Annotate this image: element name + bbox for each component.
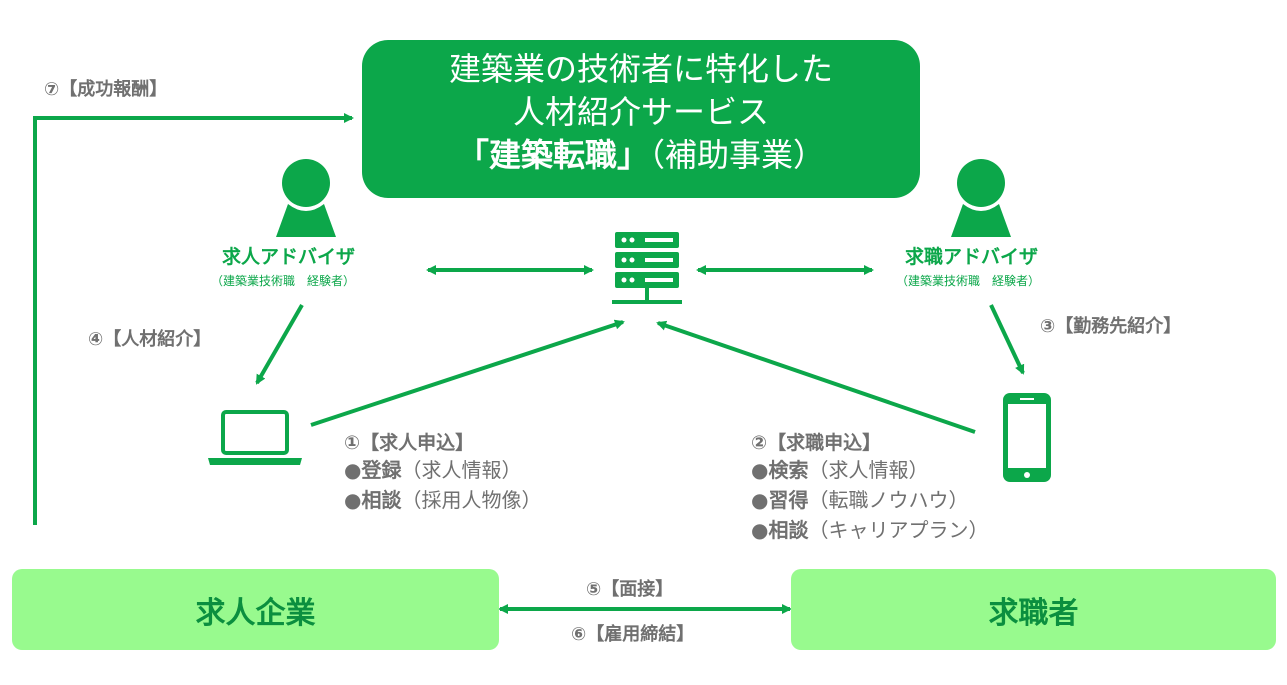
service-title-line3: 「建築転職」（補助事業） <box>362 134 920 177</box>
reward-label: ⑦【成功報酬】 <box>44 79 168 100</box>
seeker-application-heading: ②【求職申込】 <box>751 432 882 454</box>
person-icon <box>276 159 336 237</box>
seeker-application: ②【求職申込】 ●検索（求人情報） ●習得（転職ノウハウ） ●相談（キャリアプラ… <box>751 428 988 545</box>
phone-server-arrow <box>656 320 976 434</box>
list-item: ●習得（転職ノウハウ） <box>751 488 969 512</box>
seeker-box: 求職者 <box>791 569 1276 650</box>
smartphone-icon <box>1003 393 1051 482</box>
introduce-workplace-label: ③【勤務先紹介】 <box>1040 316 1182 337</box>
right-advisor-subtitle: （建築業技術職 経験者） <box>896 274 1041 288</box>
right-advisor-title: 求職アドバイザ <box>905 246 1039 268</box>
left-advisor-title: 求人アドバイザ <box>222 246 356 268</box>
introduce-talent-label: ④【人材紹介】 <box>88 329 212 350</box>
list-item: ●相談（採用人物像） <box>344 488 542 512</box>
person-icon <box>951 159 1011 237</box>
employer-box: 求人企業 <box>12 569 499 650</box>
service-suffix: （補助事業） <box>649 136 826 174</box>
list-item: ●登録（求人情報） <box>344 458 522 482</box>
laptop-icon <box>208 410 302 465</box>
list-item: ●検索（求人情報） <box>751 458 929 482</box>
left-advisor-laptop-arrow <box>255 304 304 385</box>
reward-arrow <box>33 113 354 525</box>
service-box: 建築業の技術者に特化した 人材紹介サービス 「建築転職」（補助事業） <box>362 40 920 198</box>
right-advisor-phone-arrow <box>989 304 1025 375</box>
left-advisor-subtitle: （建築業技術職 経験者） <box>211 274 356 288</box>
employer-application: ①【求人申込】 ●登録（求人情報） ●相談（採用人物像） <box>344 428 541 515</box>
employer-application-heading: ①【求人申込】 <box>344 432 475 454</box>
server-icon <box>612 232 682 304</box>
contract-label: ⑥【雇用締結】 <box>571 624 695 645</box>
laptop-server-arrow <box>310 319 625 427</box>
seeker-label: 求職者 <box>988 595 1079 631</box>
service-title-line2: 人材紹介サービス <box>512 93 769 131</box>
service-brand: 「建築転職」 <box>456 136 649 174</box>
list-item: ●相談（キャリアプラン） <box>751 518 989 542</box>
employer-label: 求人企業 <box>195 595 316 631</box>
interview-label: ⑤【面接】 <box>586 579 674 600</box>
service-title-line1: 建築業の技術者に特化した <box>448 50 833 88</box>
